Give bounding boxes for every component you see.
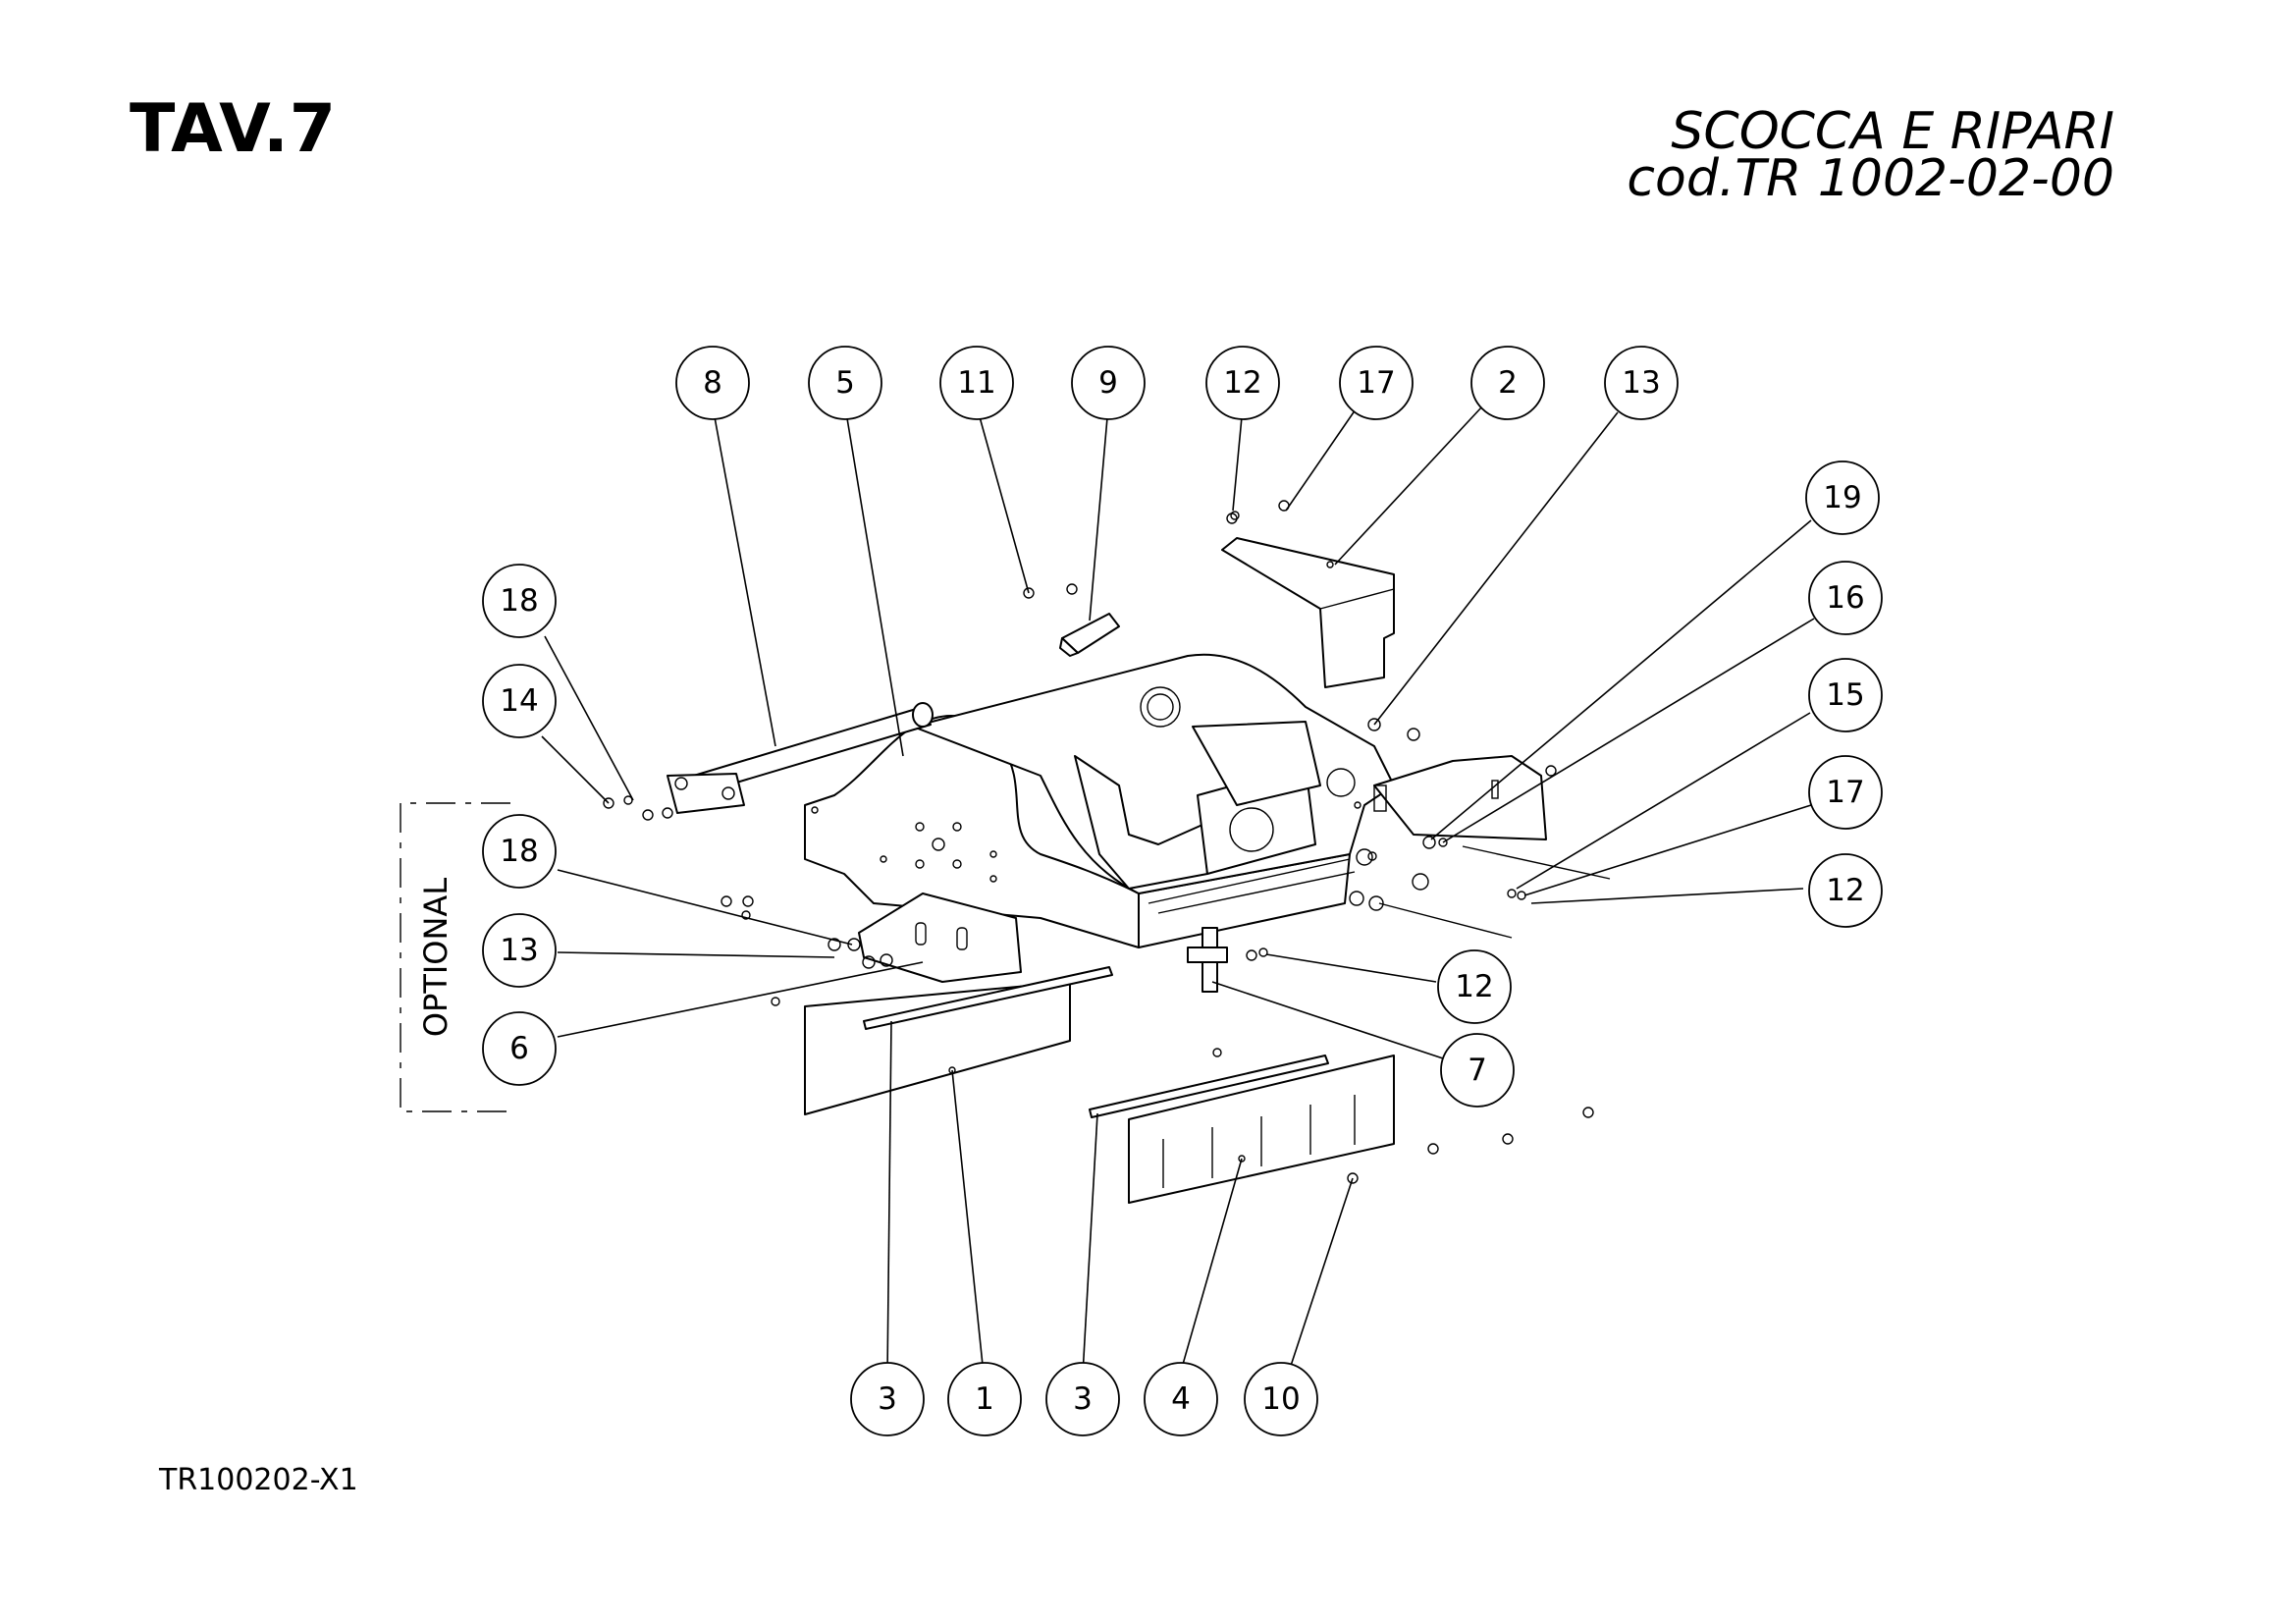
svg-text:3: 3 [878,1381,897,1417]
svg-text:10: 10 [1261,1381,1300,1417]
svg-text:13: 13 [1622,365,1660,401]
guard-part-2 [1221,537,1395,688]
balloon-3-right: 3 [1045,1362,1120,1436]
fasteners [603,500,1611,1184]
balloon-12-right: 12 [1808,853,1883,928]
cover-plate-part-9 [1059,613,1120,657]
assembly-title: SCOCCA E RIPARI [1671,102,2114,161]
svg-text:7: 7 [1468,1053,1487,1088]
balloon-6: 6 [482,1011,557,1086]
svg-text:8: 8 [703,365,722,401]
leader-lines [541,406,1815,1376]
balloon-18-top: 18 [482,564,557,638]
optional-group-bracket: OPTIONAL [400,802,510,1112]
optional-label: OPTIONAL [417,878,454,1037]
svg-text:16: 16 [1826,580,1864,616]
balloon-16: 16 [1808,561,1883,635]
balloon-4: 4 [1144,1362,1218,1436]
balloon-7: 7 [1440,1033,1515,1108]
balloon-12-mid: 12 [1437,949,1512,1024]
balloon-13-optional: 13 [482,913,557,988]
svg-text:17: 17 [1357,365,1395,401]
svg-text:14: 14 [500,683,538,719]
svg-text:3: 3 [1073,1381,1093,1417]
svg-text:15: 15 [1826,677,1864,713]
balloon-13-top: 13 [1604,346,1679,420]
title-block: SCOCCA E RIPARI cod.TR 1002-02-00 [1627,102,2114,208]
balloon-17-right: 17 [1808,755,1883,830]
guard-part-1 [804,966,1113,1115]
balloon-17-top: 17 [1339,346,1414,420]
balloon-11: 11 [939,346,1014,420]
balloon-19: 19 [1805,460,1880,535]
svg-text:1: 1 [975,1381,994,1417]
balloon-2: 2 [1470,346,1545,420]
balloon-15: 15 [1808,658,1883,732]
svg-text:2: 2 [1498,365,1518,401]
svg-text:18: 18 [500,583,538,619]
side-plate-part-6 [858,893,1022,983]
svg-text:13: 13 [500,933,538,968]
table-title: TAV.7 [130,90,338,168]
assembly-code: cod.TR 1002-02-00 [1627,149,2114,208]
svg-text:19: 19 [1823,480,1861,515]
balloon-14: 14 [482,664,557,738]
guard-part-4 [1089,1055,1395,1204]
cross-tube-part-8 [667,702,934,814]
balloon-10: 10 [1244,1362,1318,1436]
balloon-18-optional: 18 [482,814,557,889]
svg-text:11: 11 [957,365,995,401]
balloon-9: 9 [1071,346,1146,420]
svg-text:17: 17 [1826,775,1864,810]
balloon-12-top: 12 [1205,346,1280,420]
svg-text:4: 4 [1171,1381,1191,1417]
svg-text:18: 18 [500,834,538,869]
svg-text:5: 5 [835,365,855,401]
svg-text:6: 6 [509,1031,529,1066]
bracket-part-7 [1187,927,1228,993]
balloon-5: 5 [808,346,882,420]
balloon-8: 8 [675,346,750,420]
frame-rear-bracket [1373,755,1547,840]
svg-text:12: 12 [1455,969,1493,1004]
frame-part-5 [804,653,1395,948]
svg-text:12: 12 [1826,873,1864,908]
svg-text:9: 9 [1098,365,1118,401]
svg-text:12: 12 [1223,365,1261,401]
balloon-1: 1 [947,1362,1022,1436]
balloon-3-left: 3 [850,1362,925,1436]
drawing-code: TR100202-X1 [159,1463,358,1497]
